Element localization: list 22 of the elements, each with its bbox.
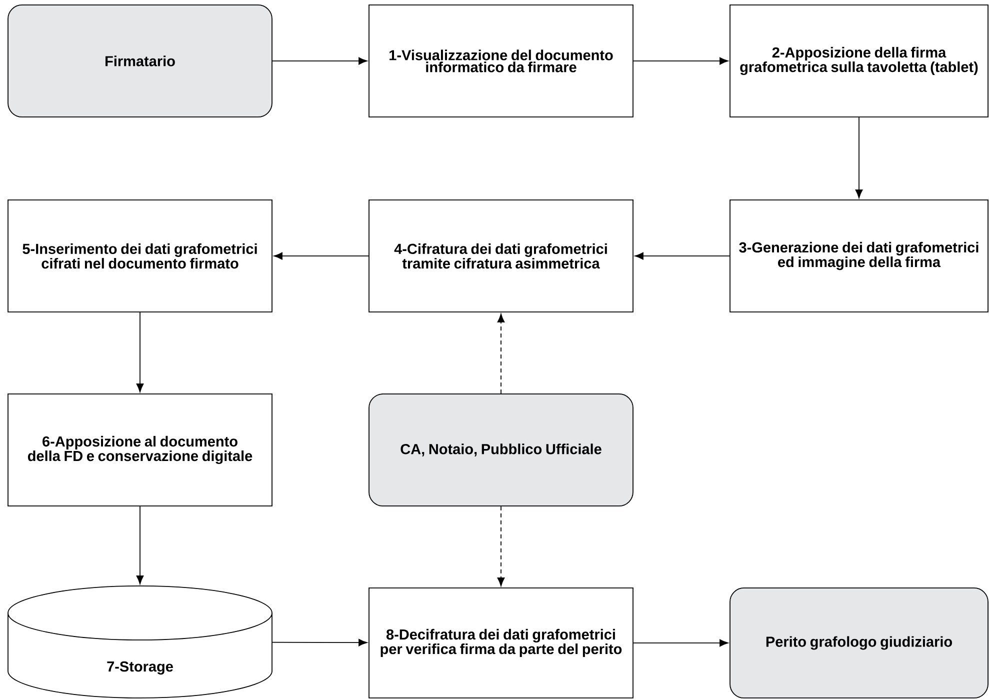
process-box: 8-Decifratura dei dati grafometrici per verifica firma da parte del perito	[368, 588, 634, 698]
arrow	[136, 506, 144, 584]
process-box: 3-Generazione dei dati grafometrici ed immagine della firma	[730, 200, 988, 312]
process-box: 1-Visualizzazione del documento informatico da firmare	[368, 4, 634, 118]
arrow	[497, 314, 505, 394]
process-box: 2-Apposizione della firma grafometrica sulla tavoletta (tablet)	[730, 4, 988, 118]
rounded-box: Firmatario	[8, 4, 272, 118]
arrow	[497, 506, 505, 586]
arrow	[634, 252, 730, 260]
arrow	[272, 57, 368, 65]
arrow	[633, 639, 728, 647]
arrow	[633, 57, 728, 65]
process-box: 6-Apposizione al documento della FD e conservazione digitale	[8, 394, 272, 506]
arrow	[272, 638, 368, 646]
arrow	[855, 116, 863, 198]
process-box: 4-Cifratura dei dati grafometrici tramite cifratura asimmetrica	[368, 200, 634, 312]
rounded-box: Perito grafologo giudiziario	[730, 588, 988, 698]
process-box: 5-Inserimento dei dati grafometrici cifrati nel documento firmato	[8, 200, 272, 312]
arrow	[136, 312, 144, 392]
storage-cylinder: 7-Storage	[8, 586, 272, 698]
arrow	[274, 252, 369, 260]
rounded-box: CA, Notaio, Pubblico Ufficiale	[368, 394, 634, 506]
